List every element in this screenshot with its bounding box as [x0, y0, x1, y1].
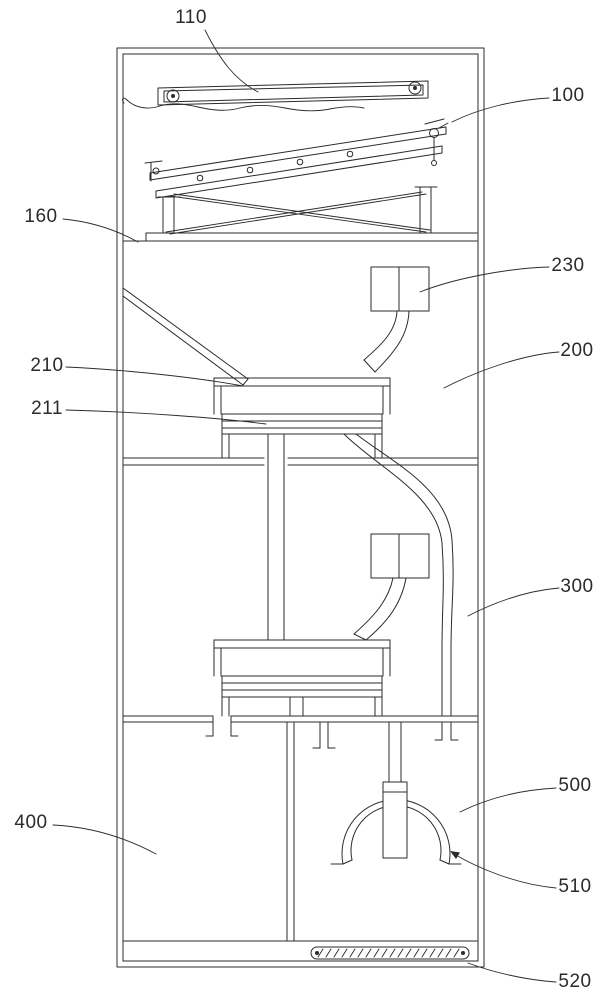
- lamp-bar: [157, 80, 429, 106]
- chamber-divider-wall: [286, 721, 295, 942]
- lamp-end-roller-left: [166, 89, 180, 103]
- center-shaft: [382, 721, 408, 859]
- scissor-arm-2: [169, 193, 431, 233]
- leader-100: [451, 97, 550, 123]
- right-chamber-inlet: [319, 721, 329, 749]
- s-curve-tube: [343, 433, 459, 741]
- feed-tube-230: [363, 310, 410, 373]
- mid-floor-divider: [122, 457, 478, 466]
- callout-510: 510: [558, 876, 592, 897]
- block-210-legs: [221, 433, 383, 459]
- rail-roller: [196, 174, 204, 182]
- leader-300: [467, 587, 560, 617]
- callout-500: 500: [558, 775, 592, 796]
- callout-200: 200: [560, 340, 594, 361]
- leader-200: [443, 351, 560, 389]
- feed-tube-middle: [353, 577, 407, 641]
- inclined-rails: [144, 118, 449, 199]
- hopper-chute: [122, 287, 249, 386]
- leader-230: [419, 266, 550, 293]
- leader-210: [65, 366, 244, 387]
- vent-strip-hatching: [317, 948, 460, 958]
- press-block-middle: [213, 639, 391, 717]
- leader-520: [467, 962, 557, 983]
- component-box-middle: [370, 533, 430, 579]
- rail-roller: [346, 150, 354, 158]
- rail-end-bracket-right: [424, 118, 449, 129]
- lamp-bar-inner: [163, 84, 424, 103]
- pulley-weight: [431, 160, 437, 166]
- leader-160: [62, 218, 139, 243]
- leader-510-arrowhead: [450, 851, 460, 859]
- scissor-lift: [157, 186, 438, 235]
- callout-160: 160: [24, 206, 58, 227]
- lower-floor-divider: [122, 715, 478, 749]
- rail-roller: [246, 166, 254, 174]
- vent-strip-520: [310, 946, 470, 960]
- block-middle-outlet: [289, 696, 304, 717]
- power-cord-squiggle: [126, 99, 365, 112]
- callout-110: 110: [175, 7, 207, 28]
- callout-230: 230: [551, 255, 585, 276]
- leader-500: [459, 787, 557, 813]
- lamp-bar-assembly: [122, 80, 429, 112]
- cabinet-outer-wall: [116, 47, 485, 968]
- lift-platform: [122, 232, 478, 242]
- leader-510: [453, 853, 557, 889]
- callout-300: 300: [560, 576, 594, 597]
- callout-210: 210: [30, 355, 64, 376]
- lamp-end-roller-right: [408, 81, 422, 95]
- plate-stack-211: [221, 413, 383, 435]
- callout-520: 520: [558, 971, 592, 992]
- callout-100: 100: [551, 85, 585, 106]
- block-middle-legs: [221, 696, 383, 717]
- rail-roller: [296, 158, 304, 166]
- leader-lines: [52, 29, 560, 983]
- callout-211: 211: [31, 398, 63, 419]
- rail-end-bracket-left: [144, 160, 163, 182]
- lamp-end-pin-left: [171, 94, 175, 98]
- center-duct: [267, 433, 285, 641]
- component-box-230: [370, 266, 430, 312]
- leader-211: [65, 409, 267, 425]
- cabinet-frame: [116, 47, 485, 968]
- lamp-end-pin-right: [413, 86, 417, 90]
- press-block-210: [213, 377, 391, 459]
- left-chamber-inlet: [212, 715, 232, 737]
- cord-hook: [122, 97, 128, 104]
- leader-110: [204, 29, 259, 93]
- callout-400: 400: [14, 812, 48, 833]
- leader-400: [52, 824, 157, 855]
- lift-leg-left: [162, 196, 175, 234]
